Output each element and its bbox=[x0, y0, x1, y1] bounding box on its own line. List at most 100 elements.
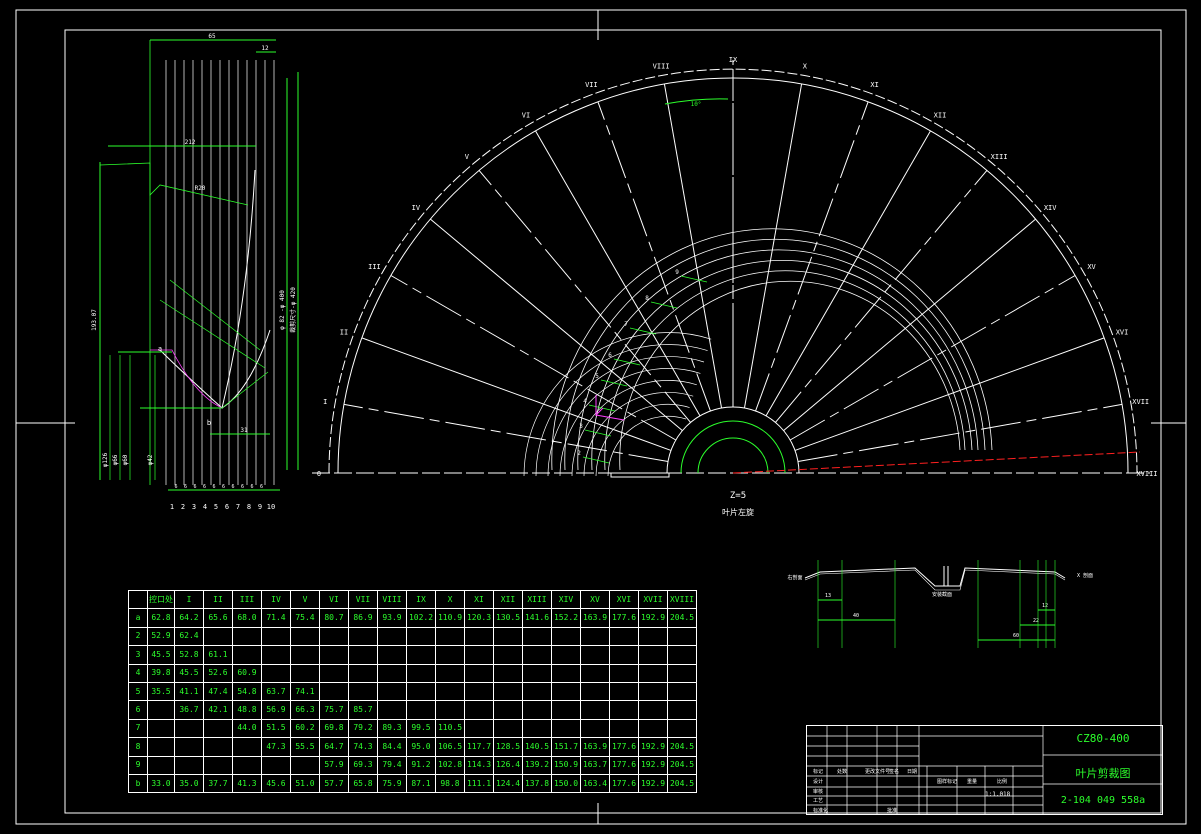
arc-leader bbox=[613, 358, 641, 366]
table-cell: 48.8 bbox=[232, 700, 262, 720]
arc-number: 4 bbox=[583, 398, 587, 405]
table-cell bbox=[406, 645, 436, 665]
radial-label: IX bbox=[729, 56, 738, 64]
table-cell: 204.5 bbox=[667, 755, 697, 775]
blade-section-arc bbox=[571, 380, 697, 477]
table-cell: 137.8 bbox=[522, 773, 552, 794]
table-cell: 130.5 bbox=[493, 608, 523, 628]
radial-line bbox=[478, 170, 691, 423]
table-cell: 64.2 bbox=[174, 608, 204, 628]
blade-magenta-curve bbox=[150, 349, 223, 409]
arc-leader bbox=[680, 275, 708, 283]
title-block-field: 处数 bbox=[837, 768, 847, 775]
arc-number: 9 bbox=[675, 269, 679, 276]
table-cell: XIV bbox=[551, 589, 581, 610]
table-cell: XVI bbox=[609, 589, 639, 610]
table-cell bbox=[464, 645, 494, 665]
table-cell bbox=[522, 663, 552, 683]
table-cell: 60.9 bbox=[232, 663, 262, 683]
table-cell: 150.9 bbox=[551, 755, 581, 775]
radial-label: III bbox=[368, 263, 381, 271]
point-a: a bbox=[158, 345, 162, 353]
table-cell: 39.8 bbox=[147, 663, 175, 683]
table-cell: 106.5 bbox=[435, 737, 465, 757]
table-cell: 66.3 bbox=[290, 700, 320, 720]
table-cell: XIII bbox=[522, 589, 552, 610]
table-cell bbox=[464, 700, 494, 720]
table-cell: 139.2 bbox=[522, 755, 552, 775]
table-cell bbox=[435, 645, 465, 665]
section-dim: 40 bbox=[853, 613, 859, 619]
table-cell bbox=[580, 626, 610, 647]
table-cell: 41.3 bbox=[232, 773, 262, 794]
table-cell bbox=[203, 626, 233, 647]
table-cell: 69.3 bbox=[348, 755, 378, 775]
table-cell: 98.8 bbox=[435, 773, 465, 794]
radial-label: VIII bbox=[653, 62, 670, 70]
table-cell: XI bbox=[464, 589, 494, 610]
table-cell bbox=[609, 718, 639, 739]
table-cell bbox=[667, 626, 697, 647]
hub-arc bbox=[666, 406, 800, 474]
table-cell: 45.5 bbox=[147, 645, 175, 665]
table-cell: 86.9 bbox=[348, 608, 378, 628]
table-cell bbox=[435, 700, 465, 720]
radial-label: I bbox=[323, 398, 327, 406]
table-cell: 163.9 bbox=[580, 737, 610, 757]
table-cell: I bbox=[174, 589, 204, 610]
hub-arc-inner bbox=[680, 420, 786, 474]
table-cell: 152.2 bbox=[551, 608, 581, 628]
radial-line bbox=[430, 218, 683, 431]
station-number: 6 bbox=[225, 503, 229, 511]
table-cell: 87.1 bbox=[406, 773, 436, 794]
table-cell: 61.1 bbox=[203, 645, 233, 665]
title-block-field: 更改文件号 bbox=[865, 768, 890, 775]
arc-number: 2 bbox=[577, 450, 581, 457]
arc-leader bbox=[582, 456, 610, 464]
fan-outer-arc bbox=[328, 68, 1138, 474]
table-cell: 5 bbox=[128, 681, 148, 702]
pitch-label: 6 bbox=[193, 484, 196, 490]
table-cell bbox=[290, 645, 320, 665]
dia-label: φ66 bbox=[112, 454, 119, 465]
table-cell bbox=[203, 718, 233, 739]
table-cell bbox=[580, 645, 610, 665]
section-left-label: 右剖面 bbox=[787, 574, 802, 581]
dim-r20: R20 bbox=[195, 185, 206, 192]
table-cell bbox=[638, 645, 668, 665]
table-cell: 114.3 bbox=[464, 755, 494, 775]
table-cell bbox=[667, 645, 697, 665]
station-number: 9 bbox=[258, 503, 262, 511]
table-cell: 89.3 bbox=[377, 718, 407, 739]
table-cell bbox=[580, 718, 610, 739]
table-cell: 204.5 bbox=[667, 737, 697, 757]
table-cell: 163.9 bbox=[580, 608, 610, 628]
table-cell bbox=[232, 626, 262, 647]
station-number: 4 bbox=[203, 503, 207, 511]
title-block-field: 重量 bbox=[967, 778, 977, 785]
blade-arc bbox=[564, 238, 986, 471]
table-cell: 126.4 bbox=[493, 755, 523, 775]
angle-label: 10° bbox=[691, 101, 702, 108]
blade-arc bbox=[604, 270, 966, 471]
table-cell bbox=[580, 700, 610, 720]
radial-label: 0 bbox=[317, 470, 321, 478]
table-cell bbox=[638, 626, 668, 647]
table-cell: 79.4 bbox=[377, 755, 407, 775]
table-cell bbox=[261, 755, 291, 775]
blade-section-arc bbox=[535, 344, 708, 477]
pitch-label: 6 bbox=[184, 484, 187, 490]
title-block-field: 日期 bbox=[907, 769, 917, 775]
table-cell: 42.1 bbox=[203, 700, 233, 720]
table-cell bbox=[203, 737, 233, 757]
table-cell bbox=[147, 700, 175, 720]
inner-frame bbox=[64, 29, 1162, 814]
table-cell bbox=[522, 645, 552, 665]
table-cell: 57.7 bbox=[319, 773, 349, 794]
table-cell bbox=[377, 681, 407, 702]
radial-label: V bbox=[465, 153, 470, 161]
